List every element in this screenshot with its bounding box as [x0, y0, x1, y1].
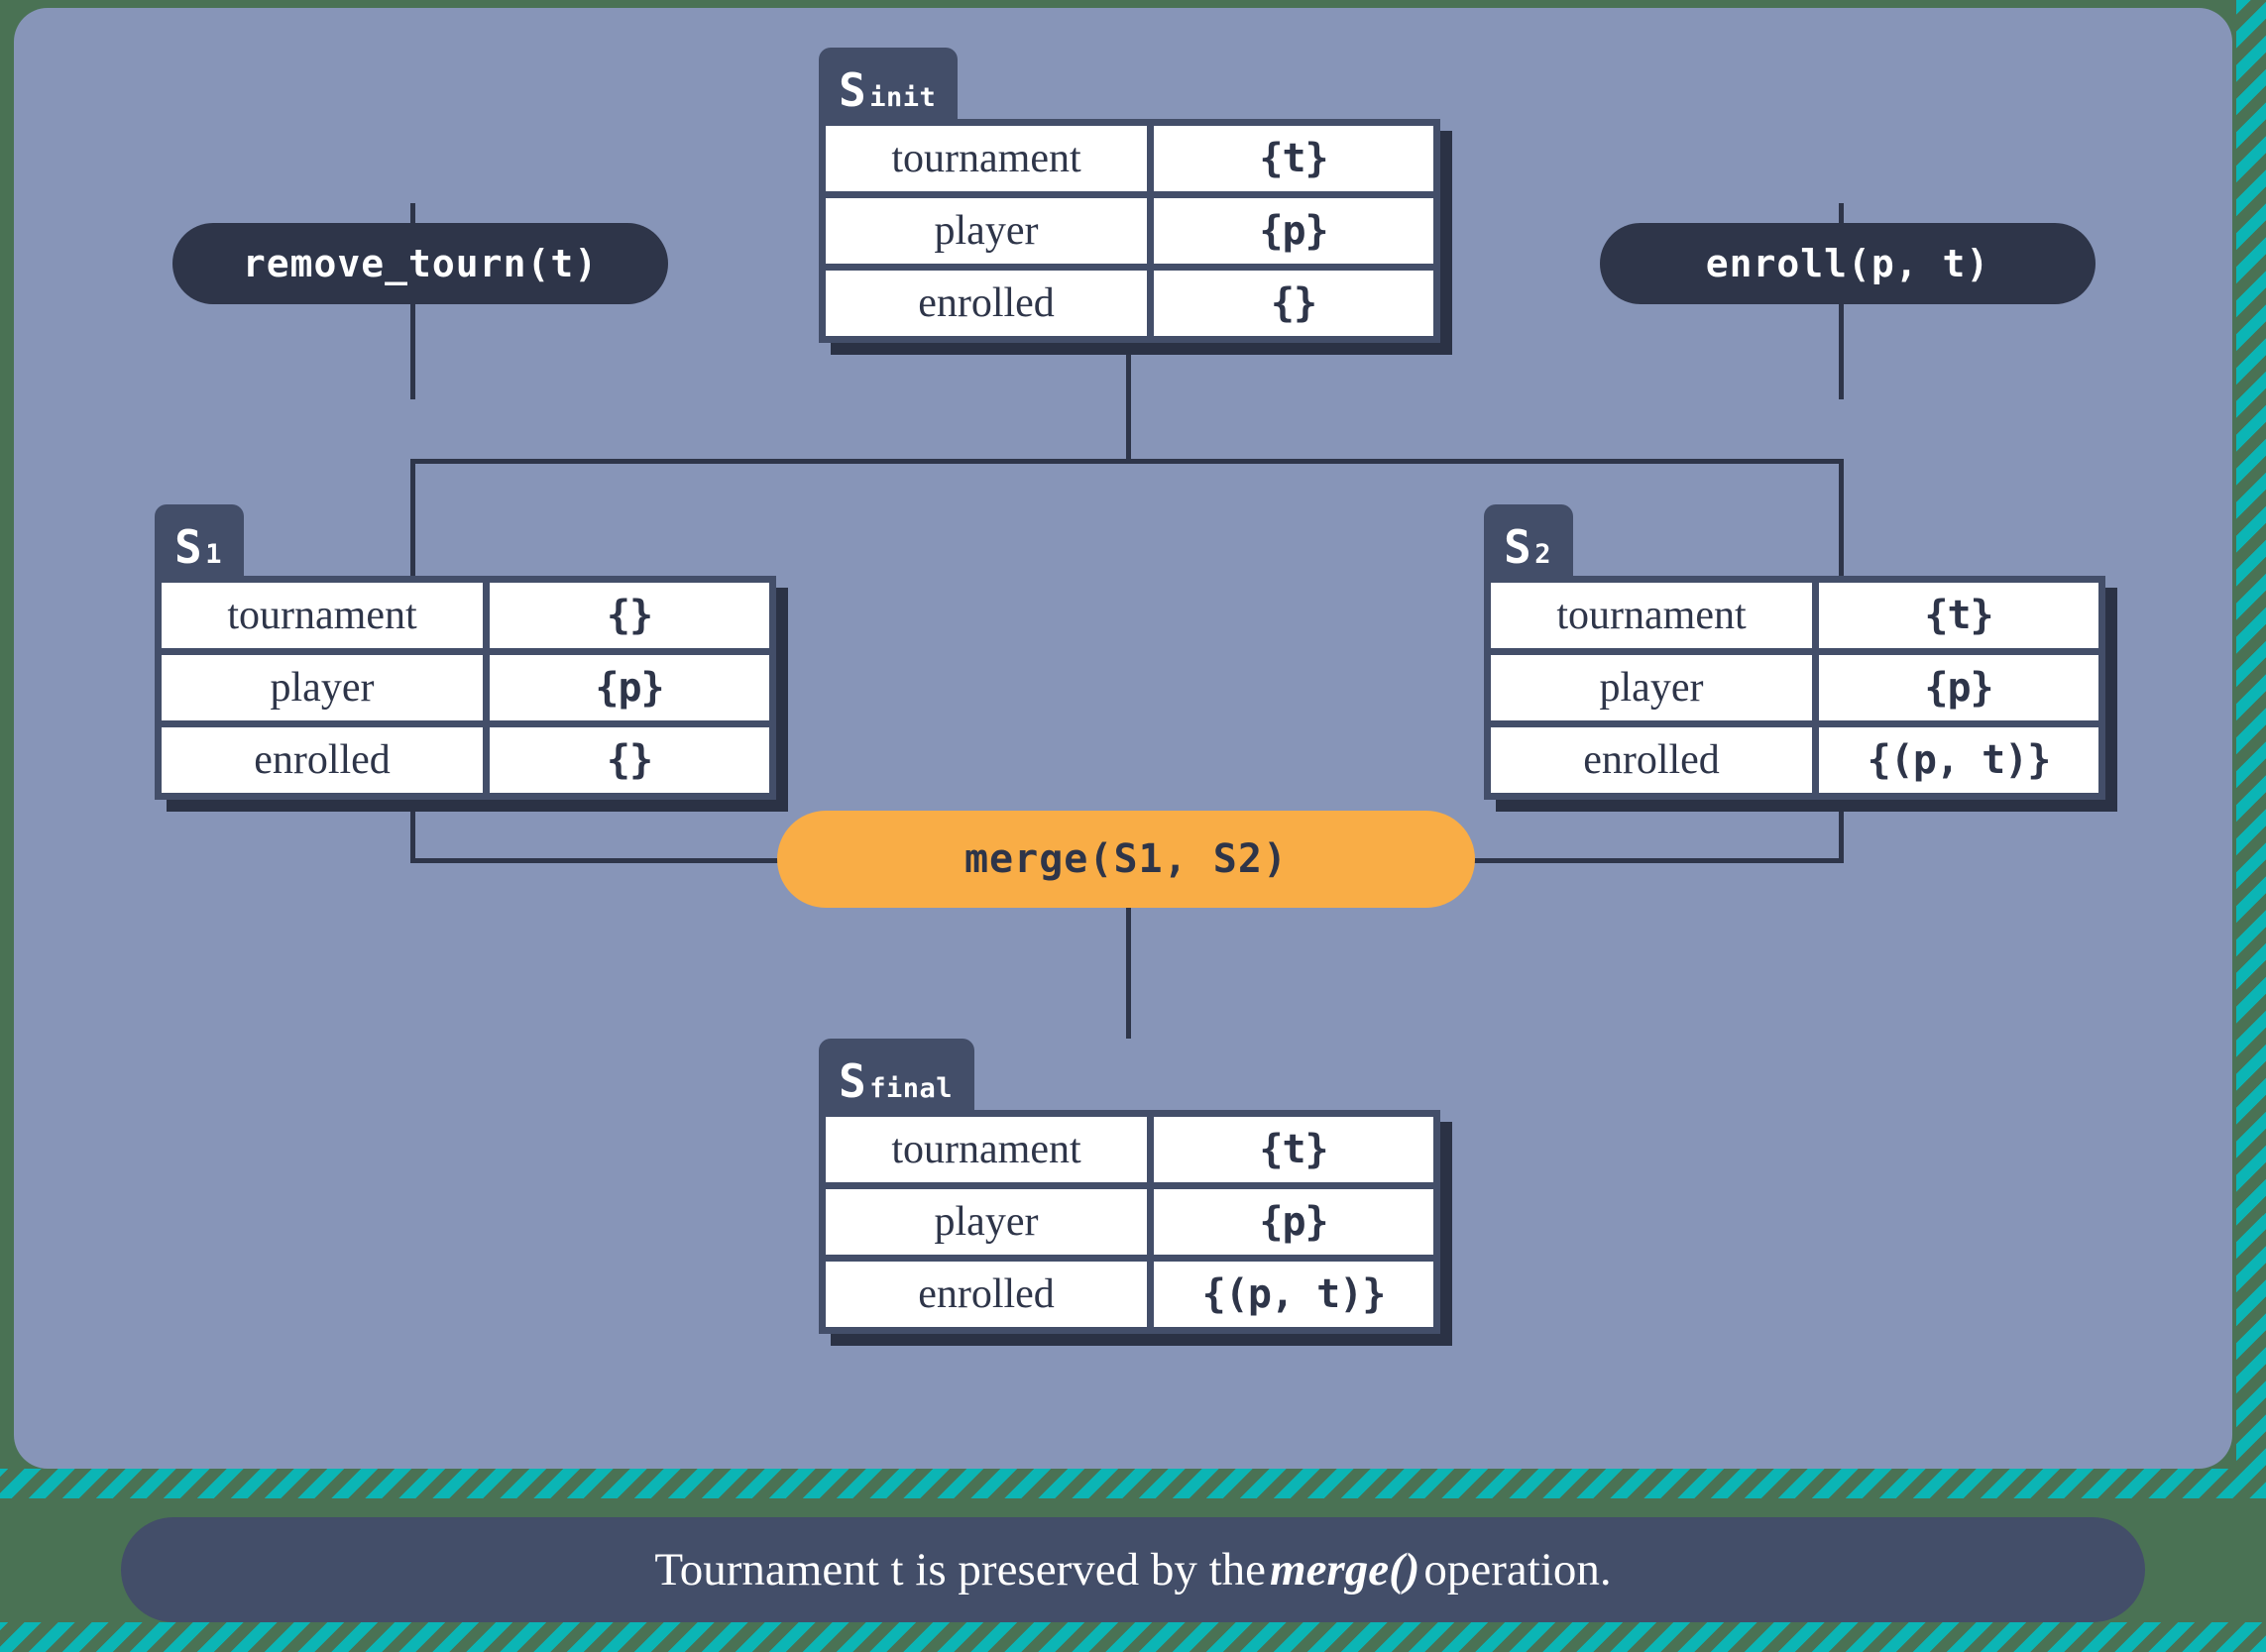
row-key: player	[162, 655, 483, 720]
connector-s1-to-merge	[410, 858, 807, 863]
table-row: tournament {t}	[1491, 583, 2098, 648]
row-value: {(p, t)}	[1154, 1262, 1433, 1327]
row-key: enrolled	[826, 271, 1147, 336]
row-value: {p}	[1819, 655, 2098, 720]
teal-hatch-right-edge	[2236, 0, 2266, 1498]
row-value: {}	[1154, 271, 1433, 336]
table-row: player {p}	[1491, 655, 2098, 720]
table-row: tournament {t}	[826, 1117, 1433, 1182]
caption-prefix: Tournament t is preserved by the	[654, 1544, 1267, 1596]
row-key: tournament	[162, 583, 483, 648]
row-value: {}	[490, 583, 769, 648]
state-label-subscript: 2	[1534, 539, 1551, 570]
teal-hatch-bottom-edge	[0, 1622, 2266, 1652]
row-value: {p}	[1154, 1189, 1433, 1255]
table-row: player {p}	[162, 655, 769, 720]
table-row: tournament {}	[162, 583, 769, 648]
row-value: {t}	[1154, 1117, 1433, 1182]
operation-merge[interactable]: merge(S1, S2)	[777, 811, 1475, 908]
connector-bus-to-s1	[410, 459, 415, 635]
state-label-base: S	[839, 63, 867, 117]
table-row: enrolled {(p, t)}	[826, 1262, 1433, 1327]
row-key: player	[826, 1189, 1147, 1255]
connector-init-down	[1126, 289, 1131, 461]
connector-bus-to-s2	[1839, 459, 1844, 635]
connector-merge-to-final	[1126, 908, 1131, 1039]
row-key: enrolled	[1491, 727, 1812, 793]
connector-s2-to-merge	[1445, 858, 1844, 863]
row-key: tournament	[1491, 583, 1812, 648]
table-row: player {p}	[826, 198, 1433, 264]
caption-suffix: operation.	[1423, 1544, 1612, 1596]
row-value: {t}	[1819, 583, 2098, 648]
table-row: enrolled {(p, t)}	[1491, 727, 2098, 793]
table-row: enrolled {}	[162, 727, 769, 793]
state-label-subscript: 1	[205, 539, 222, 570]
state-label-subscript: final	[869, 1073, 953, 1104]
row-key: player	[1491, 655, 1812, 720]
state-label-base: S	[174, 520, 203, 574]
row-value: {t}	[1154, 126, 1433, 191]
row-key: tournament	[826, 1117, 1147, 1182]
row-key: tournament	[826, 126, 1147, 191]
teal-hatch-below-panel	[0, 1469, 2266, 1498]
state-frame-s-final: tournament {t} player {p} enrolled {(p, …	[819, 1110, 1440, 1334]
state-label-subscript: init	[869, 82, 937, 113]
table-row: enrolled {}	[826, 271, 1433, 336]
caption-emphasis: merge()	[1270, 1544, 1420, 1596]
state-frame-s1: tournament {} player {p} enrolled {}	[155, 576, 776, 800]
row-value: {(p, t)}	[1819, 727, 2098, 793]
operation-label: merge(S1, S2)	[963, 836, 1289, 882]
table-row: tournament {t}	[826, 126, 1433, 191]
row-value: {}	[490, 727, 769, 793]
row-value: {p}	[490, 655, 769, 720]
state-label-base: S	[1504, 520, 1532, 574]
operation-remove-tourn[interactable]: remove_tourn(t)	[172, 223, 668, 304]
row-key: enrolled	[162, 727, 483, 793]
row-value: {p}	[1154, 198, 1433, 264]
operation-enroll[interactable]: enroll(p, t)	[1600, 223, 2096, 304]
operation-label: remove_tourn(t)	[242, 242, 599, 285]
caption-bar: Tournament t is preserved by the merge()…	[121, 1517, 2145, 1622]
row-key: player	[826, 198, 1147, 264]
state-frame-s2: tournament {t} player {p} enrolled {(p, …	[1484, 576, 2105, 800]
state-label-base: S	[839, 1054, 867, 1108]
row-key: enrolled	[826, 1262, 1147, 1327]
table-row: player {p}	[826, 1189, 1433, 1255]
operation-label: enroll(p, t)	[1705, 242, 1990, 285]
state-frame-s-init: tournament {t} player {p} enrolled {}	[819, 119, 1440, 343]
connector-bus-horizontal	[410, 459, 1844, 464]
